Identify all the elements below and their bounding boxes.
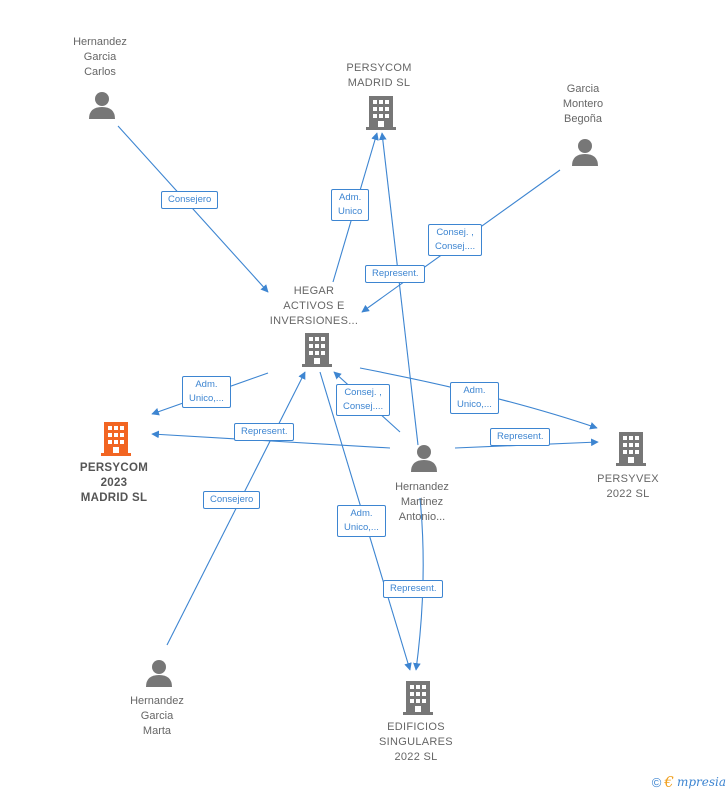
building-icon: [101, 422, 131, 456]
edge-label-line: Unico,...: [457, 399, 492, 410]
edge-label-line: Adm.: [339, 192, 362, 203]
brand-footer[interactable]: © €mpresia: [652, 773, 726, 791]
person-icon: [146, 660, 172, 687]
edge-label-antonio-persycom-madrid[interactable]: Represent.: [365, 265, 426, 283]
edge-label-line: Consej. ,: [344, 387, 382, 398]
node-label-line: Hernandez: [395, 481, 449, 493]
node-label-line: EDIFICIOS: [387, 721, 445, 733]
node-hegar[interactable]: HEGAR ACTIVOS E INVERSIONES...: [270, 284, 359, 329]
edge-antonio-persycom-madrid: [378, 132, 419, 446]
building-icon: [616, 432, 646, 466]
copyright-icon: ©: [651, 774, 662, 790]
node-label-line: Hernandez: [73, 36, 127, 48]
edge-label-line: Unico,...: [189, 393, 224, 404]
edge-label-line: Adm.: [350, 508, 373, 519]
edge-label-line: Consejero: [210, 494, 254, 505]
node-persyvex[interactable]: PERSYVEX 2022 SL: [597, 472, 659, 502]
node-label-line: MADRID SL: [80, 492, 148, 504]
node-label-line: Carlos: [84, 66, 116, 78]
edge-antonio-persycom-2023: [151, 430, 391, 449]
node-garcia-montero-begona[interactable]: Garcia Montero Begoña: [563, 82, 603, 127]
person-icon: [411, 445, 437, 472]
node-persycom-madrid[interactable]: PERSYCOM MADRID SL: [346, 61, 411, 91]
node-label-line: SINGULARES: [379, 736, 453, 748]
node-label-line: Hernandez: [130, 695, 184, 707]
node-label-line: Martinez: [400, 496, 444, 508]
edge-label-begona-hegar[interactable]: Consej. , Consej....: [428, 224, 483, 256]
edge-label-line: Adm.: [463, 385, 486, 396]
node-edificios[interactable]: EDIFICIOS SINGULARES 2022 SL: [379, 720, 453, 765]
edge-label-line: Consej....: [435, 241, 476, 252]
building-icon: [403, 681, 433, 715]
edge-label-line: Unico: [338, 206, 363, 217]
edge-label-antonio-persyvex[interactable]: Represent.: [490, 428, 551, 446]
node-label-line: Garcia: [140, 710, 174, 722]
node-label-line: MADRID SL: [347, 77, 411, 89]
edge-label-line: Consej....: [343, 401, 384, 412]
edge-label-line: Represent.: [390, 583, 437, 594]
edge-label-marta-hegar[interactable]: Consejero: [203, 491, 261, 509]
edge-carlos-hegar: [117, 125, 269, 293]
person-icon: [572, 139, 598, 166]
edge-label-hegar-persyvex[interactable]: Adm. Unico,...: [450, 382, 499, 414]
node-persycom-2023[interactable]: PERSYCOM 2023 MADRID SL: [80, 461, 148, 506]
edge-label-line: Consej. ,: [436, 227, 474, 238]
edge-label-hegar-persycom-madrid[interactable]: Adm. Unico: [331, 189, 370, 221]
node-label-line: HEGAR: [293, 285, 335, 297]
edge-label-line: Unico,...: [344, 522, 379, 533]
node-label-line: Montero: [562, 98, 604, 110]
node-hernandez-garcia-carlos[interactable]: Hernandez Garcia Carlos: [73, 35, 127, 80]
edge-label-carlos-hegar[interactable]: Consejero: [161, 191, 219, 209]
edge-label-hegar-persycom-2023[interactable]: Adm. Unico,...: [182, 376, 231, 408]
edge-label-line: Represent.: [372, 268, 419, 279]
edge-label-line: Represent.: [497, 431, 544, 442]
building-icon: [366, 96, 396, 130]
node-label-line: Antonio...: [398, 511, 446, 523]
node-label-line: PERSYCOM: [79, 462, 149, 474]
node-label-line: Garcia: [83, 51, 117, 63]
node-label-line: Begoña: [564, 113, 602, 125]
node-label-line: ACTIVOS E: [283, 300, 345, 312]
node-label-line: INVERSIONES...: [269, 315, 359, 327]
edge-label-antonio-hegar[interactable]: Consej. , Consej....: [336, 384, 391, 416]
edge-label-line: Adm.: [195, 379, 218, 390]
building-icon: [302, 333, 332, 367]
node-label-line: Garcia: [566, 83, 600, 95]
node-label-line: 2022 SL: [606, 488, 650, 500]
node-hernandez-martinez-antonio[interactable]: Hernandez Martinez Antonio...: [395, 480, 449, 525]
node-label-line: 2023: [100, 477, 128, 489]
node-label-line: PERSYVEX: [597, 473, 659, 485]
node-label-line: PERSYCOM: [346, 62, 412, 74]
brand-initial: €: [664, 773, 674, 791]
edge-label-line: Consejero: [168, 194, 212, 205]
node-label-line: Marta: [142, 725, 172, 737]
edge-label-antonio-edificios[interactable]: Represent.: [383, 580, 444, 598]
node-label-line: 2022 SL: [394, 751, 438, 763]
edge-label-line: Represent.: [241, 426, 288, 437]
node-hernandez-garcia-marta[interactable]: Hernandez Garcia Marta: [130, 694, 184, 739]
brand-name: mpresia: [676, 775, 726, 789]
edge-label-antonio-persycom-2023[interactable]: Represent.: [234, 423, 295, 441]
person-icon: [89, 92, 115, 119]
edge-label-hegar-edificios[interactable]: Adm. Unico,...: [337, 505, 386, 537]
